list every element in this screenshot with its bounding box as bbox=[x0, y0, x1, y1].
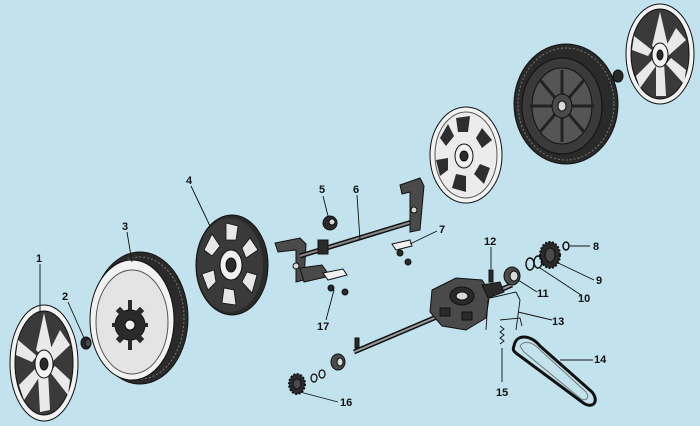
hubcap-rear-right-icon bbox=[625, 3, 695, 105]
label-1: 1 bbox=[36, 253, 42, 265]
label-17: 17 bbox=[317, 321, 329, 333]
pinion-gear-icon bbox=[288, 337, 360, 395]
pin-icon bbox=[488, 269, 494, 283]
label-3: 3 bbox=[122, 221, 128, 233]
label-6: 6 bbox=[353, 184, 359, 196]
lever-spring-icon bbox=[485, 291, 523, 331]
nut-icon bbox=[80, 336, 92, 350]
label-15: 15 bbox=[496, 387, 508, 399]
spacer-icon bbox=[525, 255, 543, 271]
label-16: 16 bbox=[340, 397, 352, 409]
clip-icon bbox=[391, 239, 413, 266]
label-9: 9 bbox=[596, 275, 602, 287]
label-13: 13 bbox=[552, 316, 564, 328]
wheel-front-left-icon bbox=[89, 251, 189, 385]
leader-lines bbox=[39, 185, 595, 403]
label-8: 8 bbox=[593, 241, 599, 253]
gear-icon bbox=[539, 241, 561, 269]
bushing-icon bbox=[322, 215, 338, 231]
bearing-icon bbox=[503, 266, 521, 286]
part-labels: 1 2 3 4 5 6 7 8 9 10 11 12 13 14 15 16 1… bbox=[36, 175, 607, 409]
label-12: 12 bbox=[484, 236, 496, 248]
label-2: 2 bbox=[62, 291, 68, 303]
label-7: 7 bbox=[439, 224, 445, 236]
washer-icon bbox=[562, 241, 570, 251]
label-5: 5 bbox=[319, 184, 325, 196]
wheel-plate-right-icon bbox=[429, 106, 503, 204]
wheel-rear-right-icon bbox=[513, 43, 619, 165]
clip-lower-icon bbox=[322, 268, 349, 296]
axle-bracket-icon bbox=[274, 177, 425, 283]
spring-icon bbox=[499, 325, 505, 345]
drive-belt-icon bbox=[511, 335, 597, 407]
label-10: 10 bbox=[578, 293, 590, 305]
wheel-plate-icon bbox=[195, 214, 269, 316]
nut-right-icon bbox=[612, 69, 624, 83]
label-14: 14 bbox=[594, 354, 607, 366]
label-4: 4 bbox=[186, 175, 193, 187]
gearbox-icon bbox=[429, 277, 505, 331]
hubcap-front-left-icon bbox=[9, 304, 79, 422]
label-11: 11 bbox=[537, 288, 549, 300]
